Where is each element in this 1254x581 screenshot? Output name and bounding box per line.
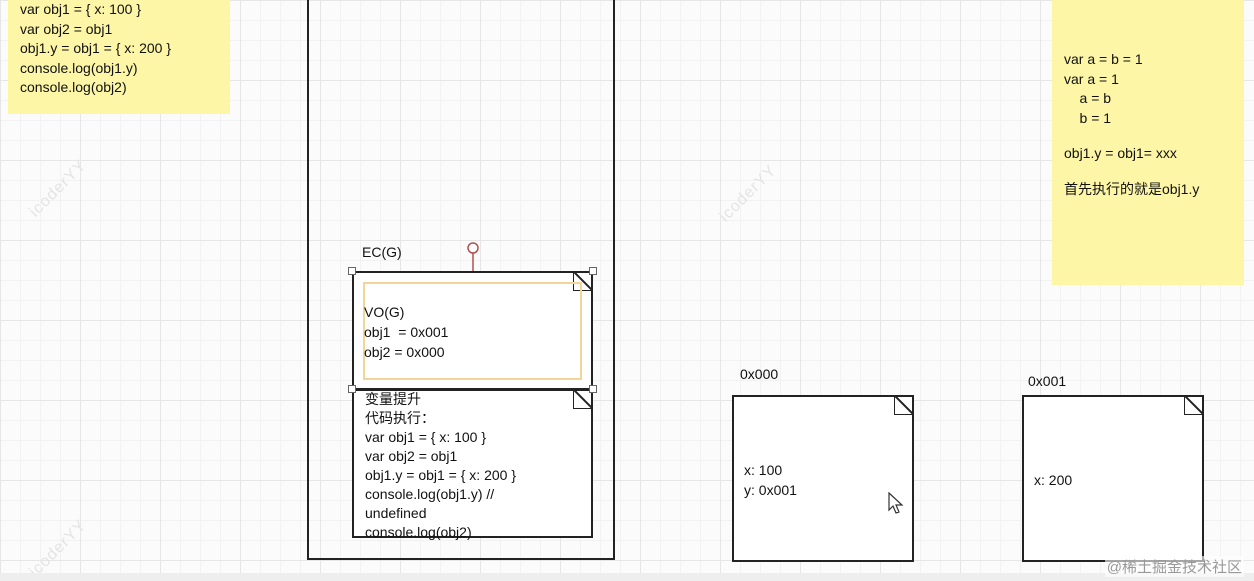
note-line: 首先执行的就是obj1.y (1064, 180, 1200, 197)
watermark: icoderYY (716, 161, 780, 226)
folded-corner-icon (1184, 395, 1204, 415)
selection-highlight (363, 282, 582, 380)
heap-object-text: x: 200 (1034, 470, 1072, 490)
code-sticky-note[interactable]: var obj1 = { x: 100 } var obj2 = obj1 ob… (8, 0, 230, 114)
spacer (1064, 128, 1244, 144)
resize-handle[interactable] (589, 267, 597, 275)
code-line: var obj2 = obj1 (365, 448, 458, 464)
code-line: 代码执行： (365, 410, 435, 426)
vo-line: obj2 = 0x000 (364, 344, 445, 360)
heap-object-shape[interactable] (1022, 395, 1204, 562)
vo-text: VO(G) obj1 = 0x001 obj2 = 0x000 (364, 302, 448, 362)
heap-line: x: 200 (1034, 472, 1073, 488)
note-line: var obj2 = obj1 (20, 20, 113, 37)
ec-label: EC(G) (362, 244, 402, 260)
folded-corner-icon (894, 395, 914, 415)
note-line: b = 1 (1064, 109, 1112, 126)
heap-line: x: 100 (744, 462, 783, 478)
execution-stack[interactable] (307, 0, 615, 560)
resize-handle[interactable] (348, 267, 356, 275)
watermark: icoderYY (26, 156, 90, 221)
folded-corner-icon (573, 271, 593, 291)
heap-object-text: x: 100 y: 0x001 (744, 460, 797, 500)
explanation-sticky-note[interactable]: var a = b = 1 var a = 1 a = b b = 1 obj1… (1052, 0, 1244, 285)
resize-handle[interactable] (348, 385, 356, 393)
note-line: console.log(obj1.y) (20, 59, 138, 76)
heap-address-label: 0x000 (740, 366, 779, 382)
spacer (1064, 164, 1244, 180)
code-line: obj1.y = obj1 = { x: 200 } (365, 467, 517, 483)
resize-handle[interactable] (589, 385, 597, 393)
vo-line: VO(G) (364, 304, 405, 320)
code-line: 变量提升 (365, 391, 421, 407)
heap-address-label: 0x001 (1028, 373, 1067, 389)
code-line: var obj1 = { x: 100 } (365, 429, 487, 445)
note-line: obj1.y = obj1 = { x: 200 } (20, 40, 172, 56)
code-line: console.log(obj2) (365, 524, 472, 540)
folded-corner-icon (573, 389, 593, 409)
mouse-cursor-icon (888, 492, 904, 514)
code-document-shape[interactable] (352, 389, 593, 538)
code-text: 变量提升 代码执行： var obj1 = { x: 100 } var obj… (365, 390, 516, 542)
code-line: console.log(obj1.y) // (365, 486, 495, 502)
heap-line: y: 0x001 (744, 482, 797, 498)
rotate-handle-icon[interactable] (466, 240, 480, 272)
note-line: var a = b = 1 (1064, 51, 1143, 67)
bottom-bar (0, 573, 1254, 581)
note-line: a = b (1064, 90, 1112, 106)
code-line: undefined (365, 505, 427, 521)
watermark: icoderYY (26, 516, 90, 581)
heap-object-shape[interactable] (732, 395, 914, 562)
note-line: console.log(obj2) (20, 79, 127, 95)
note-line: var a = 1 (1064, 70, 1119, 87)
note-line: obj1.y = obj1= xxx (1064, 145, 1177, 161)
footer-watermark: @稀土掘金技术社区 (1104, 556, 1244, 577)
vo-line: obj1 = 0x001 (364, 324, 449, 340)
note-line: var obj1 = { x: 100 } (20, 1, 142, 17)
vo-document-shape[interactable] (352, 271, 593, 390)
